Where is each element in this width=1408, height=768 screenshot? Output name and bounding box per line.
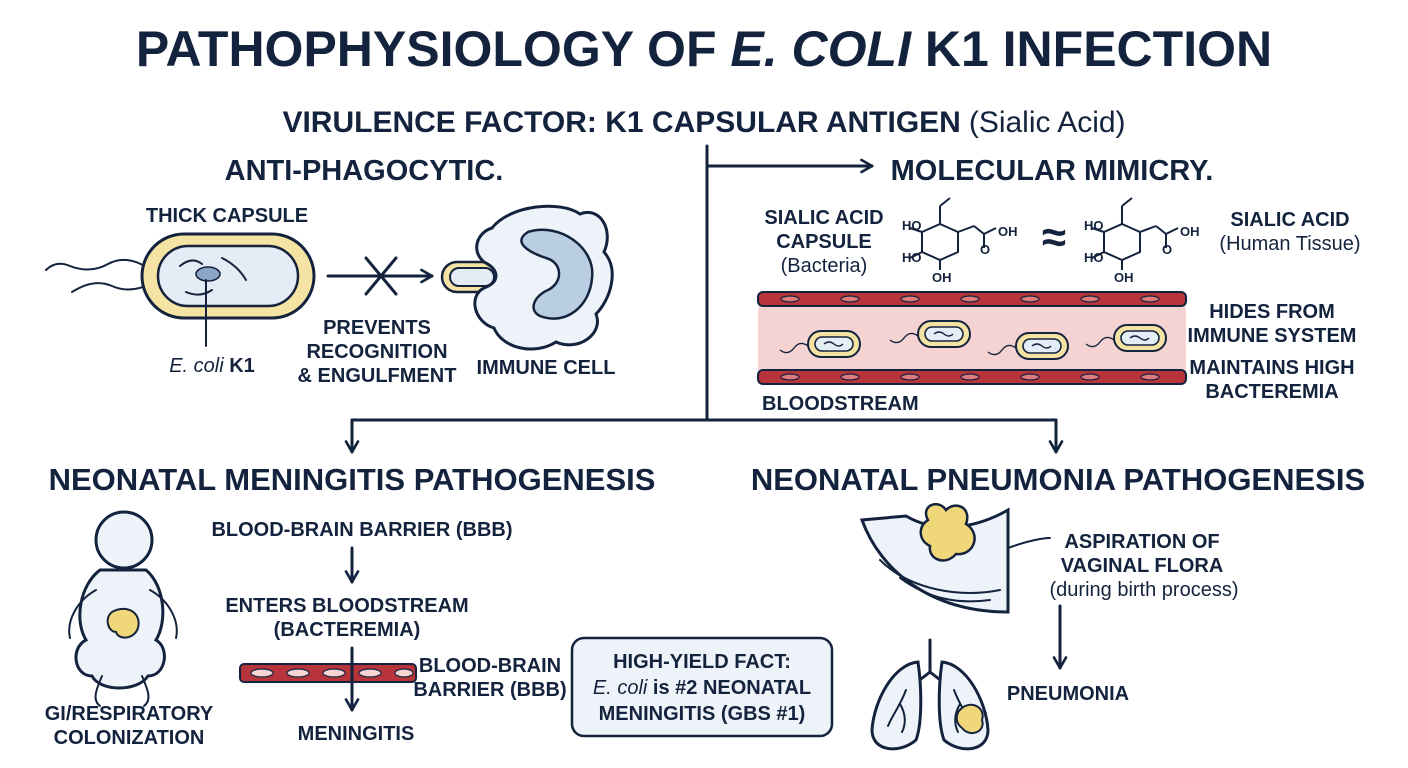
hides-line-2: IMMUNE SYSTEM	[1188, 325, 1357, 347]
sialic-acid-bacteria-structure: HO HO OH OH O	[902, 197, 1018, 285]
sialic-left-line-2: CAPSULE	[776, 231, 872, 253]
prevents-line-1: PREVENTS	[323, 317, 431, 339]
bbb-top-label: BLOOD-BRAIN BARRIER (BBB)	[211, 519, 512, 541]
bloodstream-label: BLOODSTREAM	[762, 393, 919, 415]
svg-text:O: O	[980, 242, 990, 257]
hides-line-1: HIDES FROM	[1209, 301, 1335, 323]
meningitis-outcome: MENINGITIS	[298, 723, 415, 745]
virulence-factor-label: VIRULENCE FACTOR: K1 CAPSULAR ANTIGEN(Si…	[282, 106, 1125, 139]
prevents-line-3: & ENGULFMENT	[298, 365, 457, 387]
prevents-line-2: RECOGNITION	[306, 341, 447, 363]
colonization-line-1: GI/RESPIRATORY	[45, 703, 214, 725]
maintains-line-2: BACTEREMIA	[1205, 381, 1338, 403]
anti-phagocytic-heading: ANTI-PHAGOCYTIC.	[225, 155, 504, 187]
aspiration-sub: (during birth process)	[1050, 579, 1239, 601]
mimicry-heading: MOLECULAR MIMICRY.	[891, 155, 1214, 187]
svg-text:HO: HO	[1084, 250, 1104, 265]
maintains-line-1: MAINTAINS HIGH	[1189, 357, 1354, 379]
bbb-vessel-illustration	[239, 663, 417, 683]
fact-line-2: E. coli is #2 NEONATAL	[593, 677, 811, 699]
svg-text:HO: HO	[902, 218, 922, 233]
meningitis-heading: NEONATAL MENINGITIS PATHOGENESIS	[49, 462, 656, 497]
sialic-acid-human-structure: HO HO OH OH O	[1084, 197, 1200, 285]
aspiration-line-1: ASPIRATION OF	[1064, 531, 1219, 553]
enters-line-1: ENTERS BLOODSTREAM	[225, 595, 468, 617]
svg-text:O: O	[1162, 242, 1172, 257]
capsule-bacterium-small	[440, 260, 504, 294]
svg-text:OH: OH	[1114, 270, 1134, 285]
bbb-side-line-2: BARRIER (BBB)	[413, 679, 566, 701]
birth-canal-illustration	[859, 502, 1051, 614]
infant-illustration	[68, 510, 178, 707]
sialic-left-line-1: SIALIC ACID	[764, 207, 883, 229]
thick-capsule-label: THICK CAPSULE	[146, 205, 308, 227]
bacterium-illustration	[45, 232, 316, 347]
enters-line-2: (BACTEREMIA)	[274, 619, 421, 641]
approx-symbol: ≈	[1042, 213, 1066, 262]
bbb-side-line-1: BLOOD-BRAIN	[419, 655, 561, 677]
immune-cell-label: IMMUNE CELL	[477, 357, 616, 379]
bloodstream-vessel	[757, 291, 1187, 385]
pneumonia-heading: NEONATAL PNEUMONIA PATHOGENESIS	[751, 462, 1365, 497]
svg-text:HO: HO	[902, 250, 922, 265]
colonization-line-2: COLONIZATION	[54, 727, 205, 749]
aspiration-line-2: VAGINAL FLORA	[1061, 555, 1224, 577]
sialic-left-sub: (Bacteria)	[781, 255, 868, 277]
immune-cell-illustration	[473, 204, 614, 351]
sialic-right-line: SIALIC ACID	[1230, 209, 1349, 231]
svg-text:OH: OH	[998, 224, 1018, 239]
block-x-icon	[364, 256, 398, 296]
fact-line-3: MENINGITIS (GBS #1)	[599, 703, 806, 725]
svg-text:HO: HO	[1084, 218, 1104, 233]
svg-text:OH: OH	[932, 270, 952, 285]
page-title: PATHOPHYSIOLOGY OF E. COLI K1 INFECTION	[136, 21, 1272, 77]
lungs-illustration	[870, 638, 990, 751]
svg-text:OH: OH	[1180, 224, 1200, 239]
ecoli-k1-label: E. coli K1	[169, 355, 255, 377]
sialic-right-sub: (Human Tissue)	[1219, 233, 1360, 255]
fact-line-1: HIGH-YIELD FACT:	[613, 651, 791, 673]
high-yield-fact-box: HIGH-YIELD FACT: E. coli is #2 NEONATAL …	[570, 636, 834, 738]
pneumonia-outcome: PNEUMONIA	[1007, 683, 1129, 705]
